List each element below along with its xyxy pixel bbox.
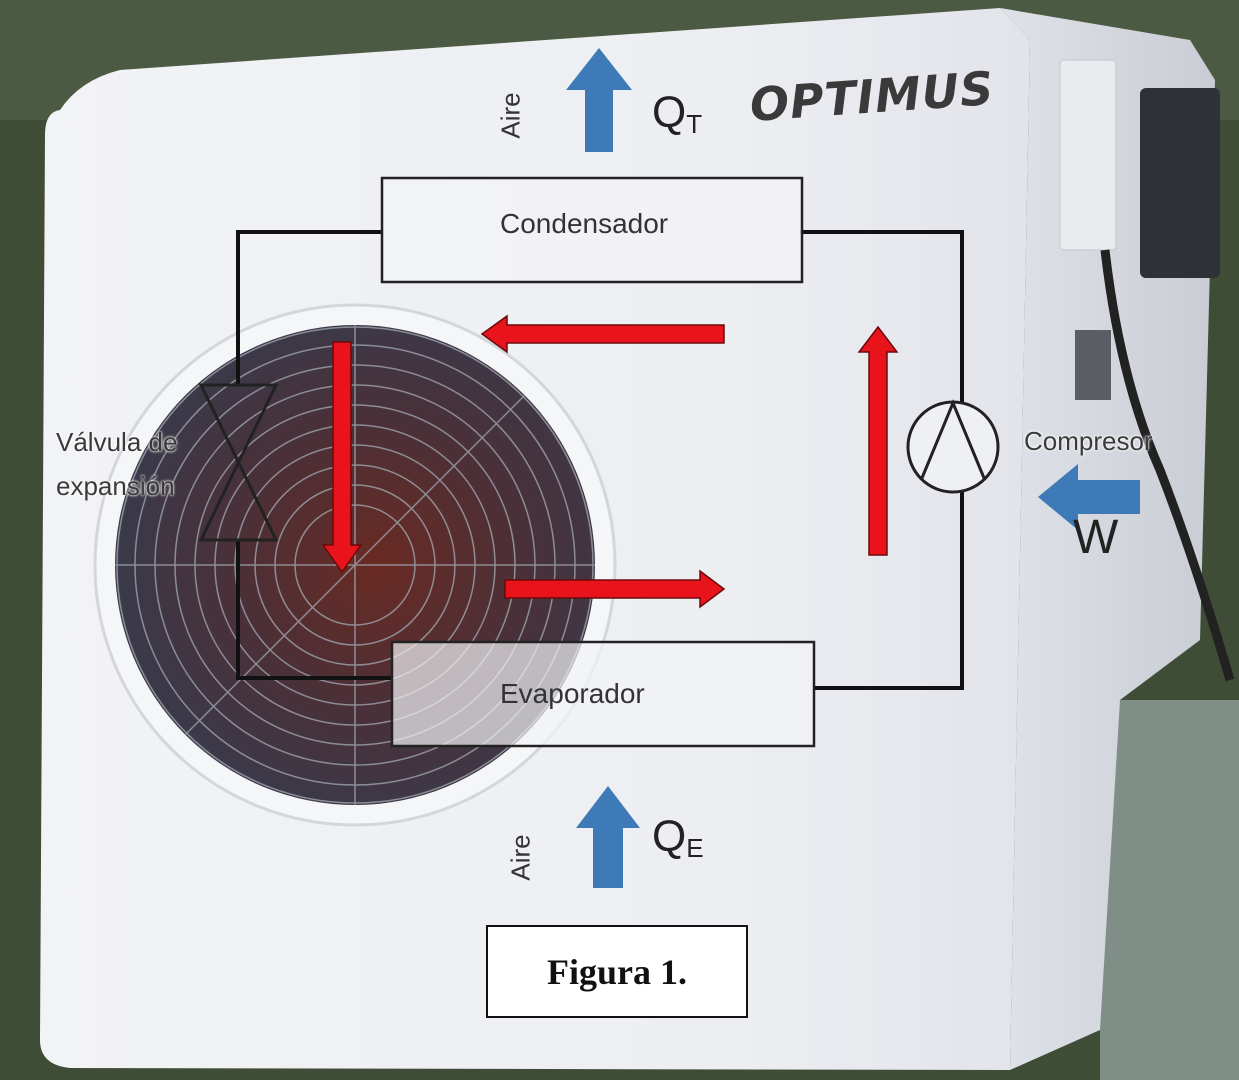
air-arrow-bottom xyxy=(576,786,640,888)
flow-arrow-up xyxy=(857,325,899,556)
expansion-valve-symbol xyxy=(198,383,279,542)
expansion-valve-label-line1: Válvula de xyxy=(56,427,178,457)
air-arrows xyxy=(566,48,1140,888)
condenser-label: Condensador xyxy=(500,208,669,239)
flow-arrow-down xyxy=(321,341,363,574)
expansion-valve-label-line2: expansión xyxy=(56,471,175,501)
condenser-box xyxy=(380,176,804,284)
circuit-lines xyxy=(236,230,964,690)
heat-out-label: QT xyxy=(652,88,702,140)
flow-arrow-left xyxy=(480,314,725,354)
work-arrow xyxy=(1038,464,1140,530)
figure-caption: Figura 1. xyxy=(486,925,748,1018)
air-arrow-top xyxy=(566,48,632,152)
flow-arrow-right xyxy=(504,569,726,609)
heat-in-symbol: Q xyxy=(652,812,687,861)
heat-in-label: QE xyxy=(652,812,704,864)
air-label-top: Aire xyxy=(495,92,526,139)
figure-caption-text: Figura 1. xyxy=(547,951,687,992)
evaporator-box xyxy=(390,640,816,748)
fan-grille xyxy=(115,325,595,805)
side-vent xyxy=(1140,88,1220,278)
compressor-label: Compresor xyxy=(1024,426,1153,456)
heat-out-subscript: T xyxy=(686,109,703,139)
evaporator-label: Evaporador xyxy=(500,678,645,709)
work-label: W xyxy=(1073,511,1119,564)
refrigerant-flow-arrows xyxy=(321,314,899,609)
heat-in-subscript: E xyxy=(686,833,704,863)
heat-out-symbol: Q xyxy=(652,88,687,137)
compressor-symbol xyxy=(906,400,1000,494)
power-cable xyxy=(1100,249,1235,682)
air-label-bottom: Aire xyxy=(505,834,536,881)
